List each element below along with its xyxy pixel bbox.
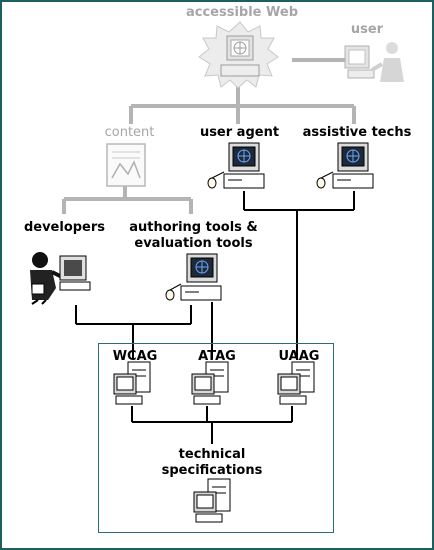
computer-icon xyxy=(316,142,374,189)
specifications-box xyxy=(98,343,334,533)
technical-specifications-label-line1: technical xyxy=(178,447,246,462)
content-document-icon xyxy=(106,143,146,187)
uaag-label: UAAG xyxy=(278,349,320,364)
document-icon xyxy=(277,361,315,405)
user-icon xyxy=(344,42,404,82)
assistive-techs-label: assistive techs xyxy=(302,125,412,140)
developers-label: developers xyxy=(23,220,106,235)
developer-icon xyxy=(30,252,91,305)
authoring-tools-label-line2: evaluation tools xyxy=(134,236,253,251)
document-icon xyxy=(113,361,151,405)
wcag-label: WCAG xyxy=(112,349,158,364)
globe-web-icon xyxy=(198,21,279,89)
user-agent-label: user agent xyxy=(199,125,280,140)
user-label: user xyxy=(350,22,384,37)
accessible-web-label: accessible Web xyxy=(185,5,299,20)
authoring-tools-label-line1: authoring tools & xyxy=(129,220,258,235)
technical-specifications-label-line2: specifications xyxy=(161,463,263,478)
atag-label: ATAG xyxy=(198,349,236,364)
document-icon xyxy=(191,361,229,405)
computer-icon xyxy=(165,253,222,301)
computer-icon xyxy=(207,142,265,189)
content-label: content xyxy=(104,125,155,140)
document-icon xyxy=(193,478,231,523)
